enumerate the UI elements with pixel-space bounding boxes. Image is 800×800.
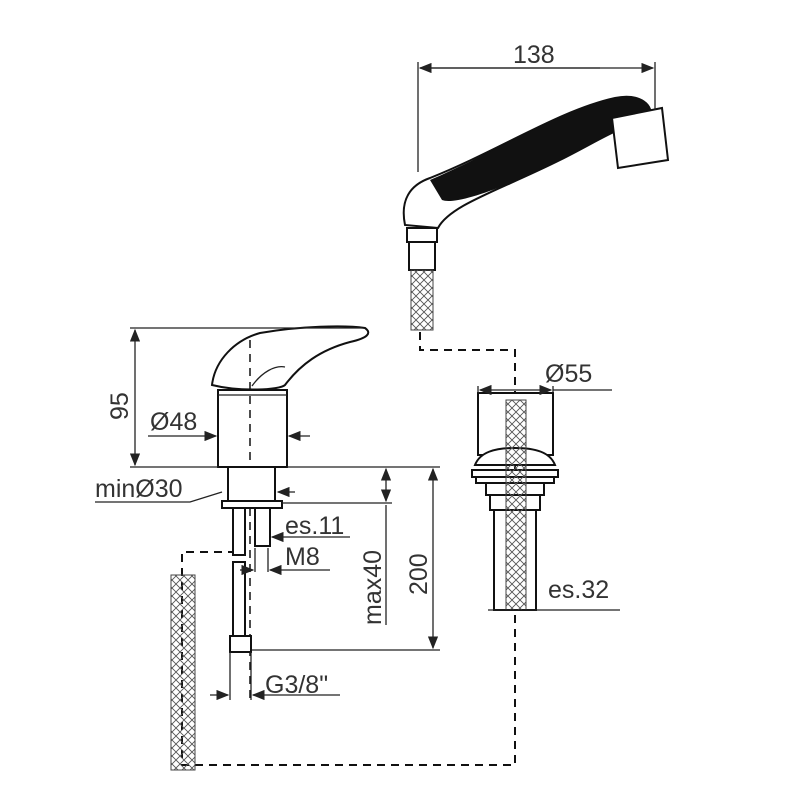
hose-route-dashed: [181, 332, 516, 766]
pull-out-spout: [402, 95, 670, 331]
dim-m8: M8: [285, 543, 320, 571]
dim-es11: es.11: [285, 512, 344, 540]
dim-g38: G3/8": [265, 671, 328, 699]
dim-es32: es.32: [548, 576, 609, 604]
dim-95: 95: [106, 392, 134, 420]
spout-holder: [471, 392, 559, 611]
dim-min-diameter-30: minØ30: [95, 475, 183, 503]
dim-diameter-55: Ø55: [545, 360, 592, 388]
mixer-dimensions: 95 Ø48 minØ30 max40 200 es.11 M8 G3/8": [95, 327, 440, 701]
dim-200: 200: [405, 553, 433, 595]
dim-max40: max40: [359, 550, 387, 625]
holder-dimensions: Ø55 es.32: [477, 360, 620, 611]
dim-138: 138: [513, 41, 555, 69]
spout-length-dimension: 138: [417, 41, 656, 172]
mixer-body: [210, 325, 370, 700]
flex-hose-left: [170, 574, 196, 771]
dim-diameter-48: Ø48: [150, 408, 197, 436]
